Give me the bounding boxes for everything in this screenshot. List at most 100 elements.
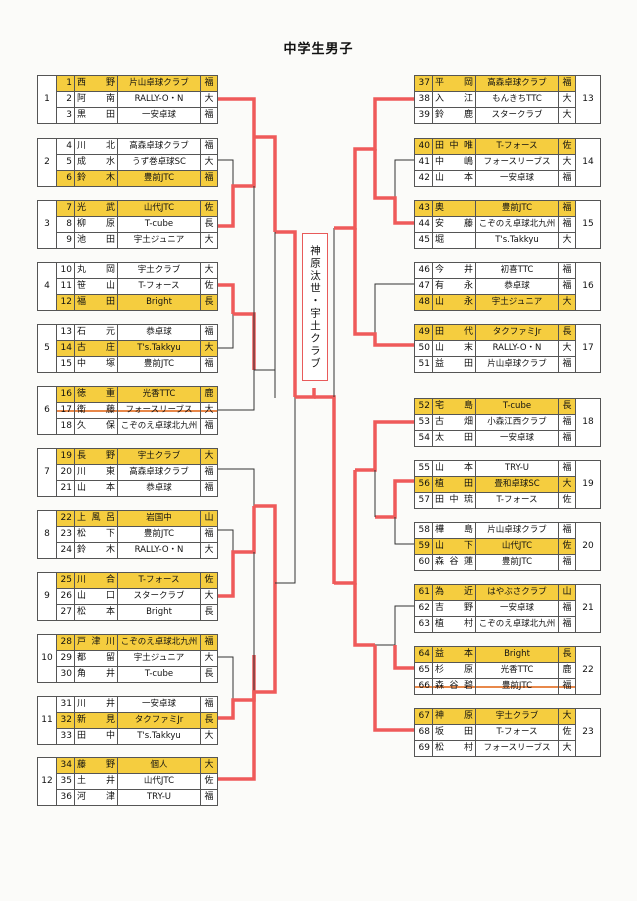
group-number: 18 [575,398,601,447]
player-prefecture: 大 [200,448,218,465]
player-club: 光香TTC [117,386,201,403]
group-number: 11 [37,696,57,745]
winner-path-line [233,312,256,370]
player-number: 54 [414,430,433,447]
player-club: 豊前JTC [475,200,559,217]
player-club: こぞのえ卓球北九州 [475,216,559,233]
player-club: 光香TTC [475,662,559,679]
player-name: 土 井 [74,773,118,790]
player-prefecture: 福 [558,278,576,295]
player-name: 池 田 [74,232,118,249]
player-prefecture: 福 [200,75,218,92]
group-number: 6 [37,386,57,435]
player-prefecture: 福 [200,138,218,155]
player-name: 樺 島 [432,522,476,539]
player-name: 角 井 [74,666,118,683]
player-prefecture: 佐 [558,538,576,555]
group-number: 3 [37,200,57,249]
player-name: 植 村 [432,616,476,633]
player-number: 37 [414,75,433,92]
player-club: フォースリーブス [117,402,201,419]
player-number: 52 [414,398,433,415]
player-number: 8 [56,216,75,233]
player-prefecture: 佐 [200,200,218,217]
player-prefecture: 山 [200,510,218,527]
player-club: T's.Takkyu [475,232,559,249]
player-number: 68 [414,724,433,741]
player-club: RALLY-O・N [475,340,559,357]
player-club: 宇土クラブ [117,262,201,279]
player-prefecture: 福 [200,464,218,481]
player-prefecture: 大 [558,476,576,493]
player-number: 45 [414,232,433,249]
player-name: 鈴 木 [74,170,118,187]
winner-path-line [295,388,316,399]
player-name: 奥 [432,200,476,217]
player-name: 安 藤 [432,216,476,233]
player-club: こぞのえ卓球北九州 [117,418,201,435]
player-prefecture: 福 [558,678,576,695]
player-prefecture: 大 [558,91,576,108]
group-number: 17 [575,324,601,373]
winner-path-line [275,230,297,397]
player-prefecture: 大 [200,402,218,419]
player-prefecture: 福 [558,554,576,571]
player-number: 32 [56,712,75,729]
winner-path-line [393,645,414,670]
player-prefecture: 山 [558,584,576,601]
winner-path-line [355,420,414,472]
group-number: 23 [575,708,601,757]
player-prefecture: 大 [558,154,576,171]
player-club: T-フォース [475,138,559,155]
player-name: 衛 藤 [74,402,118,419]
player-number: 29 [56,650,75,667]
player-name: 丸 岡 [74,262,118,279]
group-number: 4 [37,262,57,311]
player-number: 48 [414,294,433,311]
group-number: 2 [37,138,57,187]
group-number: 8 [37,510,57,559]
player-club: 一安卓球 [475,430,559,447]
player-name: 山 永 [432,294,476,311]
player-club: 宇土クラブ [117,448,201,465]
player-prefecture: 福 [558,430,576,447]
player-name: 宅 島 [432,398,476,415]
player-prefecture: 長 [200,666,218,683]
player-club: T-cube [117,216,201,233]
player-number: 30 [56,666,75,683]
player-prefecture: 大 [558,708,576,725]
player-number: 23 [56,526,75,543]
player-club: T's.Takkyu [117,728,201,745]
player-club: Bright [475,646,559,663]
player-number: 61 [414,584,433,601]
player-prefecture: 佐 [200,773,218,790]
bracket-line [213,468,255,506]
player-club: 宇土ジュニア [117,650,201,667]
player-name: 山 本 [432,170,476,187]
player-prefecture: 大 [200,232,218,249]
player-prefecture: 長 [558,646,576,663]
player-club: タクファミJr [475,324,559,341]
player-number: 34 [56,757,75,774]
player-name: 川 井 [74,696,118,713]
